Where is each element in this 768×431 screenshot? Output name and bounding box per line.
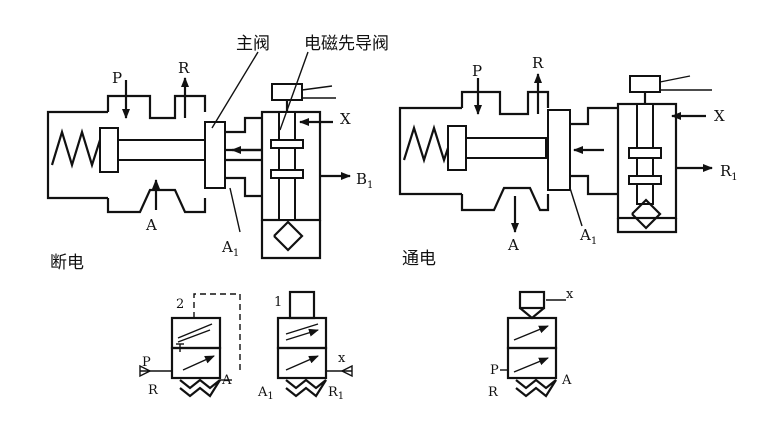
schem-x-on: x [566,287,574,302]
spring-symbol-pilot-off [285,378,327,398]
schem-r1-off: R1 [328,385,344,402]
solenoid-coil [271,83,303,101]
schem-a1-off: A1 [257,385,274,402]
port-a1-on: A1 [579,226,597,247]
port-x-off: X [340,110,351,128]
pilot-valve-label: 电磁先导阀 [304,34,389,54]
main-valve-label: 主阀 [236,34,270,54]
symbol-valve-on [500,290,566,398]
state-off-label: 断电 [50,253,84,273]
spring-left [50,128,102,169]
cross-section-on [398,73,713,234]
port-a-off: A [145,216,157,234]
symbol-main-valve-off [139,293,241,398]
spring-symbol-on [515,378,557,398]
main-valve-spool-on [547,109,571,191]
port-b1-off: B1 [356,170,373,191]
port-p-on: P [472,62,482,80]
piston-head [99,127,119,173]
schem-r-on: R [488,385,499,400]
schem-a-off: A [221,373,232,388]
state-on-label: 通电 [402,249,436,269]
port-a-on: A [507,236,519,254]
port-x-on: X [714,107,725,125]
port-r-off: R [178,59,190,77]
port-p-off: P [112,69,122,87]
schem-label-2: 2 [176,297,184,312]
port-r1-on: R1 [720,162,738,183]
port-a1-off: A1 [221,238,239,259]
schem-label-1: 1 [274,295,282,310]
schem-a-on: A [561,373,572,388]
cross-section-off [46,51,351,260]
symbol-pilot-valve-off [276,290,353,398]
spring-right [402,124,454,164]
port-r-on: R [532,54,544,72]
schem-p-off: P [142,355,151,370]
schem-r-off: R [148,383,159,398]
schem-p-on: P [490,363,499,378]
spring-pilot-off [273,220,304,252]
schem-x-off: x [338,351,346,366]
main-valve-spool [204,121,226,189]
spring-symbol-off [179,378,221,398]
